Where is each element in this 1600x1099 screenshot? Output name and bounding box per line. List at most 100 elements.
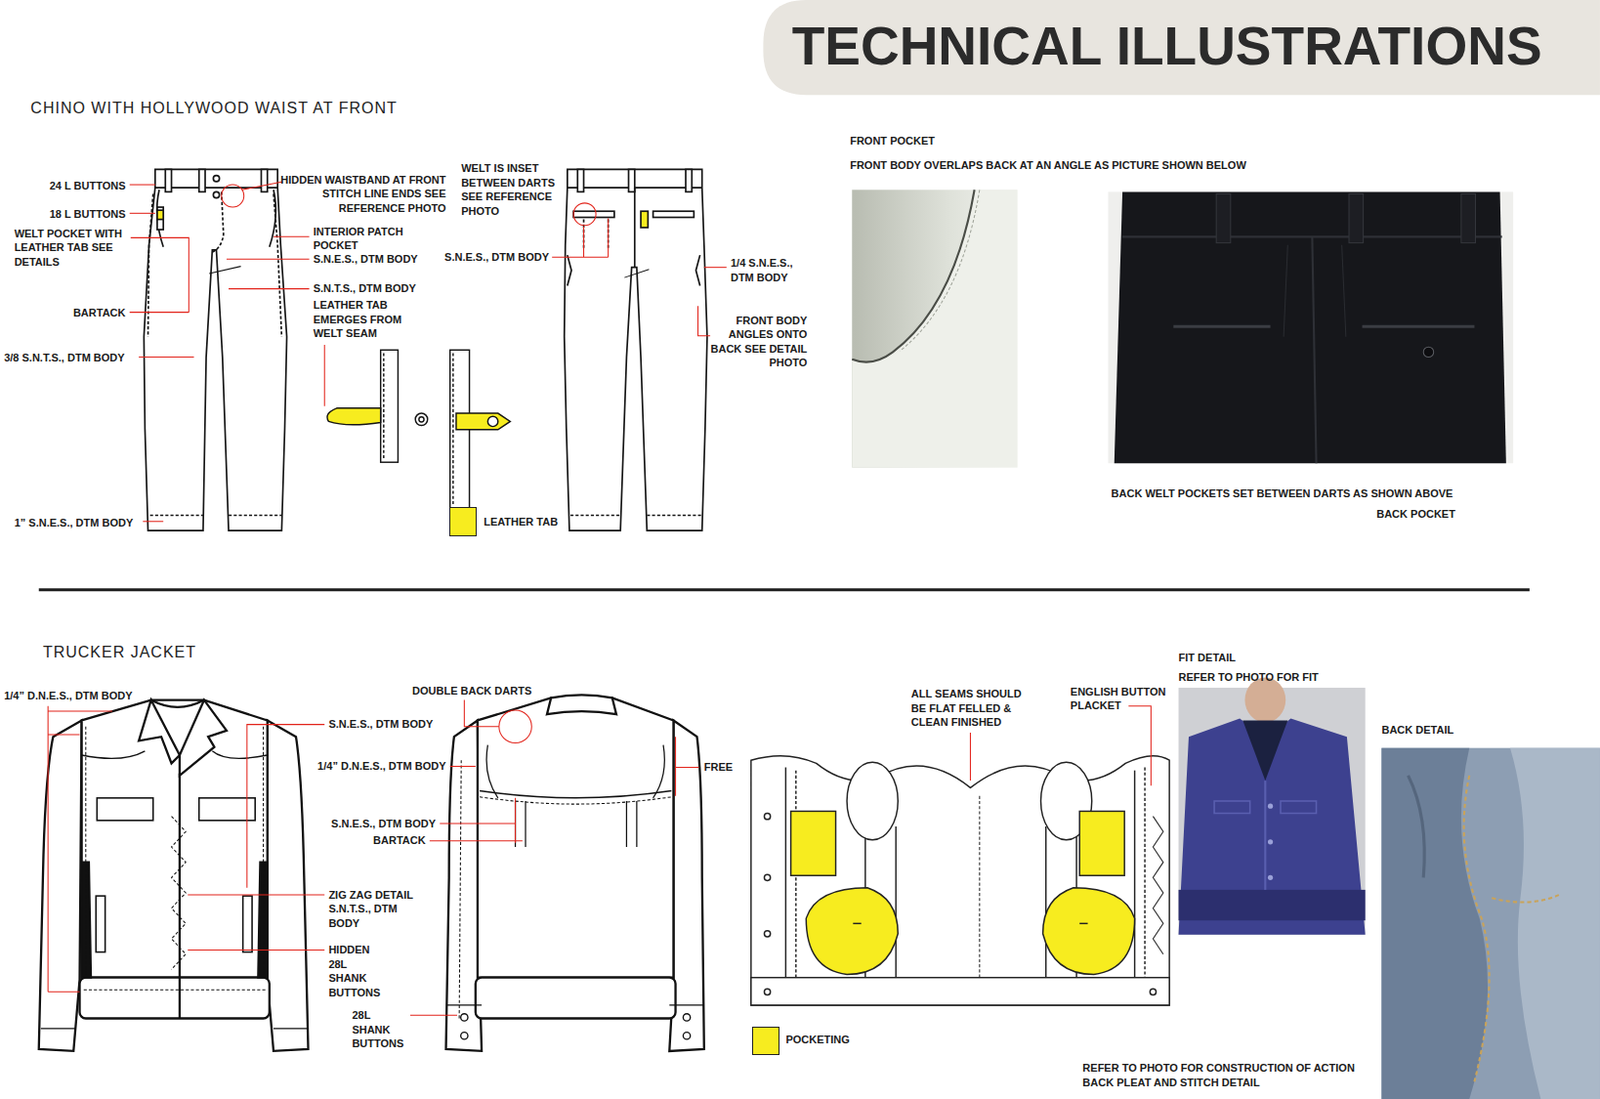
section-heading: CHINO WITH HOLLYWOOD WAIST AT FRONT bbox=[30, 98, 397, 119]
fit-detail-photo-part bbox=[1178, 889, 1366, 921]
trucker-jacket-front-part bbox=[84, 726, 86, 975]
jacket-inside-view-part bbox=[763, 988, 770, 995]
trucker-jacket-front-part bbox=[82, 862, 91, 978]
leather-tab-detail-part bbox=[415, 413, 428, 426]
chino-front-part bbox=[155, 186, 278, 189]
callout-label: LEATHER TAB EMERGES FROM WELT SEAM bbox=[313, 297, 412, 341]
leader-lines-part bbox=[129, 212, 156, 214]
jacket-inside-view-part bbox=[785, 767, 787, 978]
trucker-jacket-back-part bbox=[479, 797, 672, 804]
leather-tab-detail-part bbox=[419, 417, 424, 422]
legend-swatch bbox=[752, 1026, 780, 1055]
jacket-inside-view-part bbox=[1134, 770, 1136, 978]
leader-lines-part bbox=[242, 181, 284, 190]
callout-label: HIDDEN WAISTBAND AT FRONT STITCH LINE EN… bbox=[277, 172, 446, 216]
back-detail-photo-part bbox=[1491, 893, 1561, 903]
jacket-inside-view-part bbox=[763, 930, 770, 937]
leader-lines-part bbox=[1128, 706, 1151, 786]
fit-detail-photo-part bbox=[1267, 875, 1273, 881]
callout-label: ALL SEAMS SHOULD BE FLAT FELLED & CLEAN … bbox=[911, 686, 1032, 730]
trucker-jacket-back-part bbox=[475, 977, 676, 1019]
back-pocket-photo-part bbox=[1283, 245, 1288, 337]
chino-back-part bbox=[629, 168, 635, 192]
trucker-jacket-back-part bbox=[459, 759, 462, 1020]
chino-front-part bbox=[165, 168, 171, 192]
title-band-part bbox=[762, 0, 1600, 95]
fit-detail-photo bbox=[1178, 677, 1366, 935]
jacket-inside-view-part bbox=[1079, 810, 1125, 876]
leader-lines-part bbox=[129, 184, 156, 186]
fit-detail-photo-part bbox=[1244, 677, 1286, 723]
leather-tab-detail-part bbox=[382, 352, 384, 460]
chino-back-part bbox=[646, 514, 702, 517]
section-divider bbox=[39, 589, 1530, 590]
trucker-jacket-back-part bbox=[486, 745, 499, 799]
fit-detail-photo-part bbox=[1267, 803, 1273, 809]
trucker-jacket-front-part bbox=[95, 895, 105, 952]
leather-tab-detail-part bbox=[380, 349, 399, 463]
callout-label: DOUBLE BACK DARTS bbox=[412, 683, 532, 699]
leather-tab-detail-part bbox=[456, 413, 510, 430]
front-pocket-photo bbox=[851, 189, 1017, 467]
jacket-inside-view-part bbox=[763, 813, 770, 820]
chino-front-part bbox=[212, 191, 219, 198]
trucker-jacket-back-part bbox=[682, 1013, 690, 1021]
jacket-inside-view-part bbox=[894, 826, 896, 978]
trucker-jacket-front-part bbox=[138, 700, 180, 764]
callout-label: FREE bbox=[704, 759, 733, 775]
trucker-jacket-back bbox=[446, 694, 705, 1052]
leader-lines-part bbox=[187, 894, 325, 896]
chino-back-part bbox=[577, 168, 584, 192]
chino-back-part bbox=[685, 168, 692, 192]
chino-front-part bbox=[212, 175, 219, 182]
trucker-jacket-back-part bbox=[547, 694, 617, 715]
callout-label: BACK DETAIL bbox=[1381, 722, 1454, 738]
legend-swatch bbox=[449, 506, 477, 537]
jacket-inside-view-part bbox=[1043, 887, 1136, 975]
callout-label: S.N.E.S., DTM BODY bbox=[331, 816, 436, 832]
chino-front-part bbox=[228, 514, 282, 517]
page-title: TECHNICAL ILLUSTRATIONS bbox=[792, 16, 1543, 76]
chino-back-part bbox=[633, 187, 636, 267]
leader-lines-part bbox=[187, 949, 325, 951]
leader-lines-part bbox=[551, 218, 608, 258]
trucker-jacket-front-part bbox=[96, 798, 153, 821]
trucker-jacket-back-part bbox=[461, 1032, 468, 1040]
fit-detail-photo-part bbox=[1267, 839, 1273, 844]
callout-label: BARTACK bbox=[73, 305, 127, 321]
chino-front-part bbox=[157, 207, 164, 230]
fit-detail-photo-part bbox=[1280, 800, 1317, 814]
trucker-jacket-front bbox=[39, 700, 309, 1052]
chino-front-part bbox=[273, 193, 282, 337]
chino-front-part bbox=[150, 514, 204, 517]
leather-tab-detail-part bbox=[452, 352, 454, 506]
front-pocket-photo-part bbox=[899, 189, 979, 351]
fit-detail-photo-part bbox=[1178, 687, 1366, 935]
callout-label: FRONT BODY OVERLAPS BACK AT AN ANGLE AS … bbox=[849, 158, 1247, 173]
leader-lines-part bbox=[573, 203, 596, 226]
callout-label: S.N.T.S., DTM BODY bbox=[313, 281, 417, 296]
trucker-jacket-front-part bbox=[179, 700, 227, 776]
back-pocket-photo-part bbox=[1173, 325, 1270, 329]
back-pocket-photo-part bbox=[1311, 236, 1316, 464]
leader-lines-part bbox=[47, 706, 113, 992]
back-detail-photo-part bbox=[1408, 775, 1426, 878]
trucker-jacket-front-part bbox=[84, 989, 268, 991]
trucker-jacket-front-part bbox=[273, 1027, 307, 1029]
chino-front-part bbox=[211, 191, 223, 253]
leader-lines-part bbox=[675, 736, 700, 797]
trucker-jacket-front-part bbox=[82, 700, 268, 978]
back-pocket-photo-part bbox=[1348, 193, 1364, 243]
callout-label: 1/4 S.N.E.S., DTM BODY bbox=[730, 255, 804, 285]
trucker-jacket-back-part bbox=[682, 1032, 690, 1040]
jacket-inside-view-part bbox=[1079, 923, 1088, 925]
callout-label: FRONT BODY ANGLES ONTO BACK SEE DETAIL P… bbox=[705, 313, 807, 371]
callout-label: S.N.E.S., DTM BODY bbox=[444, 250, 549, 265]
leader-lines-part bbox=[410, 1014, 458, 1016]
fit-detail-photo-part bbox=[1263, 780, 1266, 890]
trucker-jacket-front-part bbox=[82, 751, 146, 759]
callout-label: ENGLISH BUTTON PLACKET bbox=[1070, 684, 1173, 714]
chino-back-part bbox=[573, 210, 615, 217]
